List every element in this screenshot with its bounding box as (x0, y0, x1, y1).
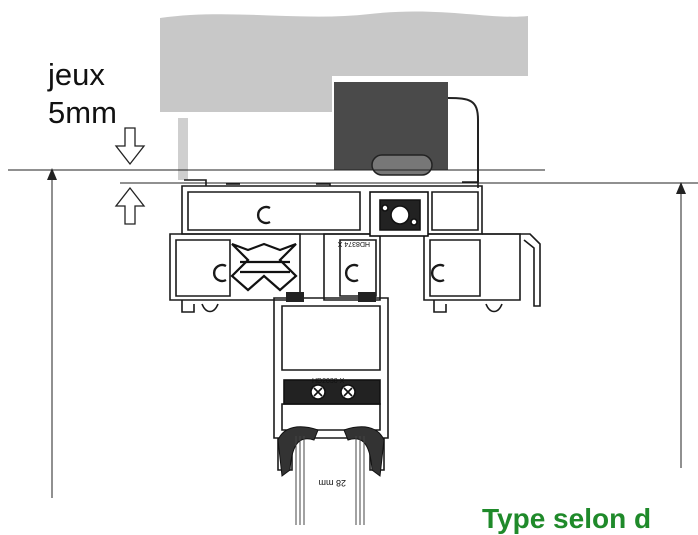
sash-clips (286, 292, 376, 302)
sash-thermal-break (283, 379, 381, 405)
arrow-down-icon (114, 127, 146, 166)
glass-pane (295, 436, 365, 525)
dimension-arrow-right (676, 182, 686, 194)
dimension-arrow-left (47, 168, 57, 180)
sash-ref-mark: HD2030 X (312, 378, 345, 385)
gap-label-value: 5mm (48, 95, 117, 130)
screw-ports (213, 205, 445, 283)
motor-tab (334, 144, 356, 170)
wall-strip (178, 118, 188, 180)
motor-cable (447, 97, 479, 182)
frame-ref-mark: HD8374 X (337, 240, 370, 247)
motor-seal (371, 154, 433, 176)
glazing-gaskets (277, 426, 385, 477)
gap-label-word: jeux (48, 57, 105, 92)
arrow-up-icon (114, 186, 146, 225)
glazing-mark: 28 mm (318, 478, 346, 488)
wall-lintel (160, 11, 528, 113)
thermal-break (230, 242, 298, 292)
frame-profile (169, 179, 541, 313)
footer-caption: Type selon d (482, 503, 652, 534)
central-hardware (369, 191, 429, 237)
